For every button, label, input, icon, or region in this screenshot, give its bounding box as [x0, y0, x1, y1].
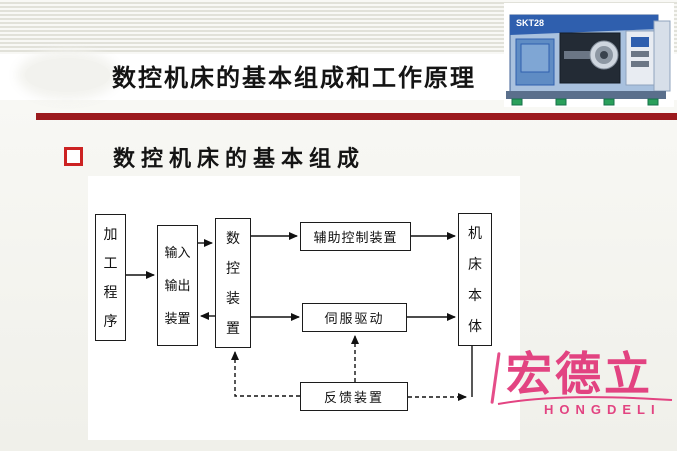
section-bullet-square	[64, 147, 83, 166]
watermark-underline-swoosh	[497, 396, 673, 405]
box-machining-program: 加 工 程 序	[95, 214, 126, 341]
accent-rule	[36, 113, 677, 120]
box-cnc-device: 数 控 装 置	[215, 218, 251, 348]
box-servo-drive: 伺服驱动	[302, 303, 407, 332]
watermark-subtext: HONGDELI	[544, 402, 661, 417]
box-aux-control-device: 辅助控制装置	[300, 222, 411, 251]
arrow-feedback-to-cnc	[231, 351, 300, 397]
box-feedback-device: 反馈装置	[300, 382, 408, 411]
cnc-machine-illustration: SKT28	[506, 14, 671, 106]
diagram-panel: 加 工 程 序 输入 输出 装置 数 控 装 置 辅助控制装置 伺服驱动 反馈装…	[88, 176, 520, 440]
box-io-device: 输入 输出 装置	[157, 225, 198, 346]
bottom-stripe-band	[0, 440, 677, 451]
section-heading: 数控机床的基本组成	[113, 146, 366, 171]
cnc-machine-photo: SKT28	[504, 3, 674, 107]
page-title: 数控机床的基本组成和工作原理	[112, 66, 476, 92]
box-machine-body: 机 床 本 体	[458, 213, 492, 346]
watermark-text: 宏德立	[506, 349, 653, 400]
machine-model-label: SKT28	[516, 18, 544, 28]
erased-logo-smudge	[25, 58, 110, 92]
